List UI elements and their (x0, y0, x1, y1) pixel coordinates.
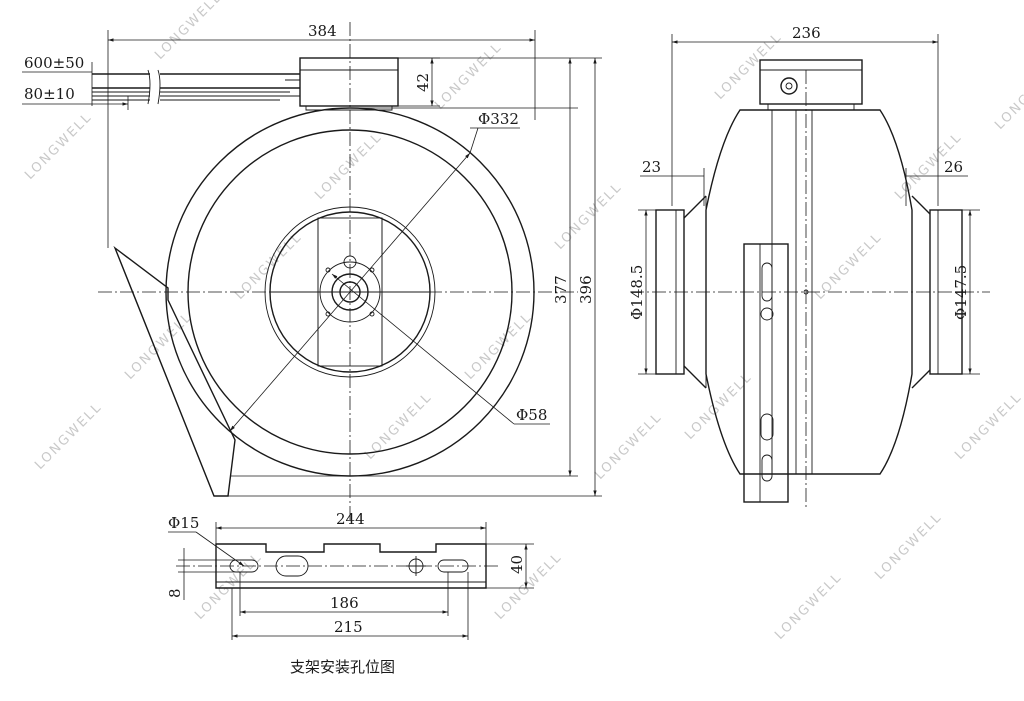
dia58-leader (331, 273, 515, 425)
side-bracket (743, 243, 789, 503)
hub-diameter-label: Φ58 (516, 406, 547, 424)
left-spigot (655, 209, 685, 375)
side-width-label: 236 (792, 24, 821, 42)
height-377-label: 377 (552, 275, 570, 304)
height-396-label: 396 (577, 275, 595, 304)
cable-gland (285, 79, 301, 97)
housing-rim-circle (187, 129, 513, 455)
side-body-outline (705, 109, 913, 475)
dia332-leader (229, 152, 471, 432)
left-cone (683, 195, 707, 389)
bracket-slot-left (229, 559, 259, 573)
bracket-slot (760, 413, 774, 441)
right-cone (911, 195, 931, 389)
side-junction-box (759, 59, 863, 105)
bracket-slot-oval (275, 555, 309, 577)
side-center-dot (803, 289, 809, 295)
mounting-foot-edge (114, 247, 215, 497)
right-diameter-label: Φ147.5 (952, 265, 970, 320)
junction-box (299, 57, 399, 107)
watermark: LONGWELL (772, 570, 845, 643)
dia15-leader (195, 531, 245, 567)
cable-break-mark (147, 69, 161, 105)
bracket-overall-label: 244 (336, 510, 365, 528)
right-spigot (929, 209, 963, 375)
watermark: LONGWELL (492, 550, 565, 623)
watermark: LONGWELL (152, 0, 225, 63)
watermark: LONGWELL (952, 390, 1024, 463)
keyhole-slot (761, 454, 773, 482)
watermark: LONGWELL (552, 180, 625, 253)
outer-spacing-label: 215 (334, 618, 363, 636)
side-view: 236 23 26 Φ148.5 Φ147.5 (628, 24, 990, 510)
front-width-label: 384 (308, 22, 337, 40)
cable-wires (92, 91, 290, 101)
watermark: LONGWELL (32, 400, 105, 473)
watermark: LONGWELL (872, 510, 945, 583)
cable-gland-hole (785, 82, 793, 90)
front-view: Φ332 Φ58 384 600±50 80±10 42 377 396 (22, 22, 602, 520)
bracket-hole (760, 307, 774, 321)
bracket-slot-right (437, 559, 469, 573)
watermark: LONGWELL (592, 410, 665, 483)
bracket-height-label: 40 (508, 555, 526, 574)
offset-label: 8 (166, 588, 184, 598)
bracket-caption: 支架安装孔位图 (290, 658, 395, 676)
watermark: LONGWELL (22, 110, 95, 183)
cable-length-label: 600±50 (24, 54, 84, 72)
cable-gland-circle (780, 77, 798, 95)
inner-spacing-label: 186 (330, 594, 359, 612)
side-junction-box-base (767, 104, 855, 111)
bracket-hole-diameter-label: Φ15 (168, 514, 199, 532)
right-spigot-label: 26 (944, 158, 963, 176)
body-diameter-label: Φ332 (478, 110, 519, 128)
watermark: LONGWELL (462, 310, 535, 383)
cable-strip-label: 80±10 (24, 85, 75, 103)
watermark: LONGWELL (312, 130, 385, 203)
dia332-shelf-link (469, 127, 479, 154)
box-height-label: 42 (414, 73, 432, 92)
left-diameter-label: Φ148.5 (628, 265, 646, 320)
watermark: LONGWELL (992, 60, 1024, 133)
left-spigot-label: 23 (642, 158, 661, 176)
bracket-hole-view: Φ15 244 40 8 186 215 支架安装孔位图 (166, 510, 534, 676)
watermark: LONGWELL (432, 40, 505, 113)
keyhole-slot (761, 262, 773, 302)
watermark: LONGWELL (712, 30, 785, 103)
